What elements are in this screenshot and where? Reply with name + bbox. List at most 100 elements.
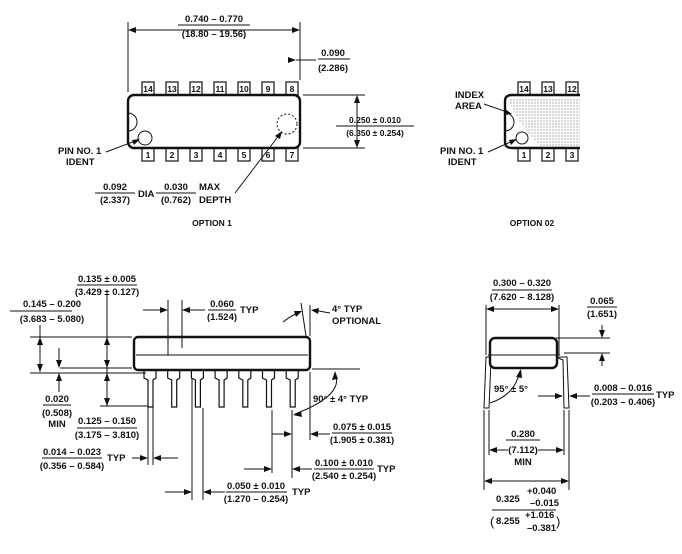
pin-number: 6 [266, 150, 271, 160]
ejector-pin-mark [276, 113, 298, 135]
span-tol-plus: +0.040 [527, 486, 556, 497]
pin1-label: PIN NO. 1 [440, 146, 484, 157]
total-height-in: 0.145 – 0.200 [23, 299, 81, 310]
lead-length-mm: (3.175 – 3.810) [75, 430, 139, 441]
pitch-mm: (2.540 ± 0.254) [312, 471, 376, 482]
index-area-shading [508, 98, 580, 146]
dia-label: DIA [138, 189, 155, 200]
pin-number: 9 [266, 84, 271, 94]
lead [190, 367, 204, 408]
pin1-ident-dot [137, 130, 153, 146]
package-body-top [126, 93, 302, 150]
inner-width-mm: (7.112) [508, 445, 538, 456]
span-in: 0.325 [496, 494, 520, 505]
depth-in: 0.030 [164, 182, 188, 193]
width-in: 0.250 ± 0.010 [349, 115, 401, 125]
top-pins: 14 13 12 [517, 81, 579, 96]
side-view: 0.145 – 0.200 (3.683 – 5.080) 0.020 (0.5… [10, 274, 396, 505]
pin-number: 1 [146, 150, 151, 160]
pin-number: 13 [543, 84, 553, 94]
dia-in: 0.092 [103, 182, 127, 193]
draft-angle: 4° TYP [332, 304, 363, 315]
total-height-mm: (3.683 – 5.080) [20, 314, 84, 325]
inner-min: MIN [514, 457, 532, 468]
lead [214, 367, 228, 408]
shoulder-in: 0.060 [210, 299, 234, 310]
package-body-side [132, 335, 312, 372]
lead [238, 367, 252, 408]
pin-number: 1 [522, 150, 527, 160]
end-clearance-mm: (1.905 ± 0.381) [330, 435, 394, 446]
end-angle: 95° ± 5° [494, 384, 528, 395]
lead [285, 367, 299, 408]
pin-number: 4 [218, 150, 223, 160]
pin1-label-2: IDENT [66, 157, 95, 168]
span-mm: 8.255 [496, 516, 520, 527]
lead-width-typ: TYP [107, 453, 126, 464]
inner-width-in: 0.280 [511, 429, 535, 440]
lead-width-mm: (0.356 – 0.584) [40, 461, 104, 472]
end-view: 0.300 – 0.320 (7.620 – 8.128) 0.065 (1.6… [483, 278, 675, 534]
body-height-mm: (3.429 ± 0.127) [75, 287, 139, 298]
end-width-mm: (7.620 – 8.128) [490, 292, 554, 303]
pin-number: 5 [242, 150, 247, 160]
span-mm-minus: –0.381 [527, 523, 557, 534]
depth-label-2: DEPTH [199, 195, 231, 206]
pin-number: 3 [570, 150, 575, 160]
pin-number: 13 [167, 84, 177, 94]
pin-offset-mm: (2.286) [318, 63, 348, 74]
pin-number: 2 [546, 150, 551, 160]
lead-angle: 90° ± 4° TYP [313, 394, 369, 405]
bottom-pins: 1 2 3 [517, 147, 579, 162]
pin-number: 12 [191, 84, 201, 94]
offset-in: 0.065 [590, 296, 614, 307]
depth-label: MAX [199, 182, 221, 193]
standoff-in: 0.020 [45, 394, 69, 405]
pin-number: 3 [194, 150, 199, 160]
length-in: 0.740 – 0.770 [185, 14, 243, 25]
width-mm: (6.350 ± 0.254) [346, 128, 404, 138]
upper-width-in: 0.050 ± 0.010 [227, 481, 285, 492]
lead [261, 367, 276, 408]
lead-length-in: 0.125 – 0.150 [78, 416, 136, 427]
thickness-in: 0.008 – 0.016 [594, 383, 652, 394]
caption-option-1: OPTION 1 [192, 218, 232, 228]
length-mm: (18.80 – 19.56) [182, 29, 246, 40]
shoulder-typ: TYP [240, 305, 259, 316]
pin-number: 8 [290, 84, 295, 94]
pin-number: 2 [170, 150, 175, 160]
lead [143, 367, 157, 408]
pin-number: 12 [567, 84, 577, 94]
end-clearance-in: 0.075 ± 0.015 [333, 422, 392, 433]
pin-number: 10 [239, 84, 249, 94]
offset-mm: (1.651) [587, 309, 617, 320]
index-label: INDEX [455, 90, 485, 101]
svg-text:): ) [556, 514, 560, 529]
svg-text:(: ( [490, 514, 495, 529]
shoulder-mm: (1.524) [207, 312, 237, 323]
span-mm-plus: +1.016 [525, 510, 554, 521]
upper-width-typ: TYP [292, 487, 311, 498]
pin-offset-in: 0.090 [321, 48, 345, 59]
lead-width-in: 0.014 – 0.023 [43, 447, 101, 458]
pitch-typ: TYP [377, 464, 396, 475]
pitch-in: 0.100 ± 0.010 [315, 458, 373, 469]
bottom-pins: 1 2 3 4 5 6 7 [141, 147, 299, 162]
dia-mm: (2.337) [100, 195, 130, 206]
pin1-label-2: IDENT [448, 157, 477, 168]
standoff-mm: (0.508) [42, 408, 72, 419]
thickness-typ: TYP [656, 390, 675, 401]
pin-number: 11 [216, 84, 225, 94]
caption-option-2: OPTION 02 [510, 218, 555, 228]
right-lead [555, 356, 570, 409]
pin1-label: PIN NO. 1 [58, 146, 102, 157]
index-label-2: AREA [455, 101, 482, 112]
thickness-mm: (0.203 – 0.406) [591, 397, 655, 408]
pin-number: 7 [290, 150, 295, 160]
end-width-in: 0.300 – 0.320 [493, 278, 551, 289]
pin-number: 14 [519, 84, 529, 94]
draft-optional: OPTIONAL [332, 316, 381, 327]
